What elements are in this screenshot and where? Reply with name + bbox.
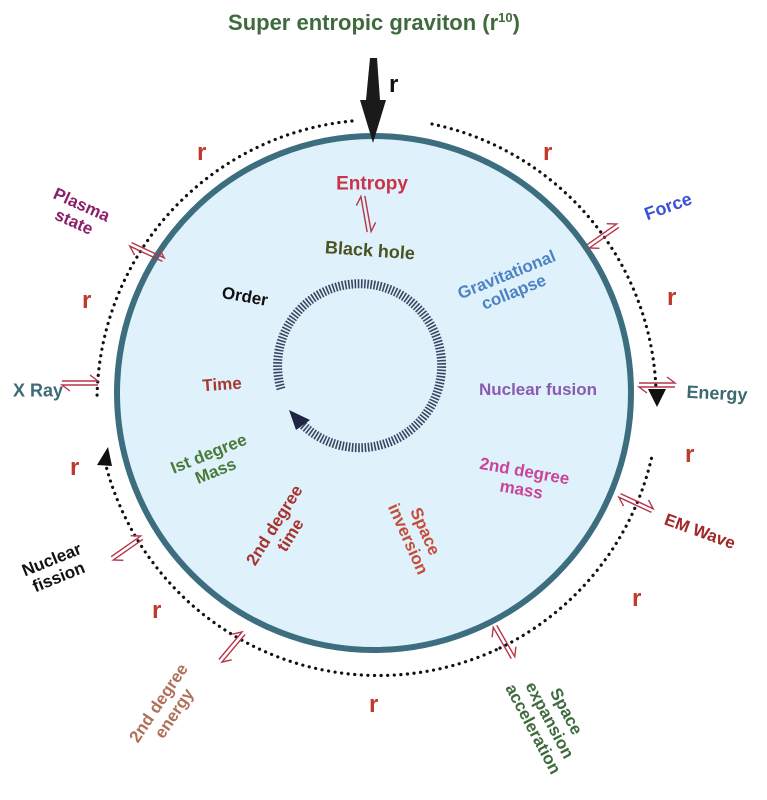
equilibrium-arrow-icon — [59, 374, 101, 392]
label-line: Entropy — [336, 174, 408, 195]
label-line: Nuclear fusion — [479, 380, 597, 399]
inner-cycle-ring — [273, 279, 447, 453]
equilibrium-arrow-icon — [586, 223, 620, 249]
title-main: Super entropic graviton (r — [228, 10, 499, 35]
label-line: EM Wave — [662, 510, 738, 553]
r-marker: r — [667, 284, 676, 311]
r-marker: r — [70, 454, 79, 481]
r-marker: r — [543, 139, 552, 166]
label-nuclear-fusion: Nuclear fusion — [479, 380, 597, 399]
label-space-expansion-acceleration: Spaceexpansionacceleration — [501, 663, 597, 777]
inner-cycle-arrowhead-icon — [289, 410, 310, 430]
dotted-orbit — [95, 119, 658, 678]
equilibrium-arrows — [59, 194, 678, 664]
r-markers: r r r r r r r r r — [70, 139, 694, 718]
equilibrium-arrow-icon — [128, 241, 166, 263]
label-second-degree-energy: 2nd degreeenergy — [125, 660, 207, 756]
energy-arrowhead-icon — [648, 389, 666, 407]
title-close: ) — [513, 10, 520, 35]
label-energy: Energy — [686, 382, 748, 405]
dotted-arc-upper-right — [430, 122, 658, 392]
r-marker: r — [632, 585, 641, 612]
equilibrium-arrow-icon — [355, 194, 377, 234]
dotted-arc-upper-left — [95, 119, 354, 402]
label-em-wave: EM Wave — [662, 510, 738, 553]
title-superscript: 10 — [498, 10, 512, 25]
gravity-down-arrow-icon — [360, 58, 386, 143]
equilibrium-arrow-icon — [491, 625, 517, 659]
equilibrium-arrow-icon — [636, 376, 678, 394]
label-line: Time — [202, 374, 243, 396]
equilibrium-arrow-icon — [617, 492, 655, 514]
r-marker: r — [82, 287, 91, 314]
r-marker: r — [369, 691, 378, 718]
dotted-arc-lower-right — [498, 454, 654, 650]
diagram-title: Super entropic graviton (r10) — [228, 10, 520, 35]
dotted-arc-lower-left — [103, 460, 502, 678]
label-time: Time — [202, 374, 243, 396]
r-marker: r — [152, 597, 161, 624]
equilibrium-arrow-icon — [110, 535, 144, 561]
label-plasma-state: Plasmastate — [43, 184, 113, 243]
label-x-ray: X Ray — [13, 380, 63, 400]
r-marker: r — [197, 139, 206, 166]
label-line: Force — [642, 189, 695, 225]
top-arrow-r-label: r — [389, 71, 398, 98]
label-line: X Ray — [13, 380, 63, 400]
equilibrium-arrow-icon — [218, 630, 246, 664]
r-marker: r — [685, 441, 694, 468]
label-nuclear-fission: Nuclearfission — [19, 539, 91, 597]
fission-arrowhead-icon — [97, 447, 112, 466]
label-line: Energy — [686, 382, 748, 405]
label-entropy: Entropy — [336, 174, 408, 195]
label-force: Force — [642, 189, 695, 225]
